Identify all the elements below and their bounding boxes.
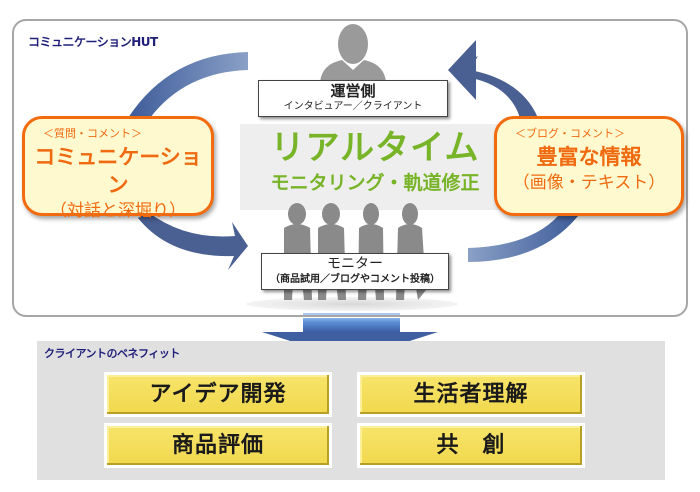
hub-title: コミュニケーションHUT	[28, 35, 158, 49]
operator-subtitle: インタビュアー／クライアント	[283, 101, 423, 112]
monitor-title: モニター	[327, 256, 383, 272]
benefit-product-evaluation[interactable]: 商品評価	[104, 423, 332, 468]
benefit-co-creation[interactable]: 共 創	[357, 423, 585, 468]
communication-tag: ＜質問・コメント＞	[43, 127, 142, 140]
arc-arrow-bottom-right	[468, 216, 578, 262]
benefit-consumer-understanding[interactable]: 生活者理解	[357, 372, 585, 417]
arc-arrow-top-right	[456, 56, 538, 118]
operator-title: 運営側	[330, 82, 376, 100]
communication-callout: ＜質問・コメント＞ コミュニケーション （対話と深堀り）	[22, 116, 214, 221]
rich-info-sub: （画像・テキスト）	[512, 173, 666, 193]
arc-arrow-top-left	[128, 52, 248, 118]
benefit-idea-development[interactable]: アイデア開発	[104, 372, 332, 417]
arc-arrow-top-right-head	[448, 40, 476, 100]
rich-info-callout: ＜ブログ・コメント＞ 豊富な情報 （画像・テキスト）	[494, 116, 684, 216]
benefits-title: クライアントのベネフィット	[44, 347, 180, 360]
communication-main: コミュニケーション	[34, 145, 202, 197]
rich-info-main: 豊富な情報	[536, 145, 642, 169]
realtime-title: リアルタイム	[270, 128, 480, 168]
communication-sub: （対話と深堀り）	[50, 201, 186, 221]
center-band	[240, 124, 510, 210]
operator-label: 運営側 インタビュアー／クライアント	[258, 80, 448, 117]
monitor-floor-shadow	[246, 297, 458, 311]
rich-info-tag: ＜ブログ・コメント＞	[515, 127, 625, 140]
arc-arrow-bottom-left	[138, 212, 248, 270]
monitor-subtitle: （商品試用／ブログやコメント投稿）	[270, 274, 440, 285]
operator-silhouette-icon	[320, 24, 386, 82]
realtime-subtitle: モニタリング・軌道修正	[270, 172, 480, 194]
monitor-label: モニター （商品試用／ブログやコメント投稿）	[261, 253, 449, 290]
